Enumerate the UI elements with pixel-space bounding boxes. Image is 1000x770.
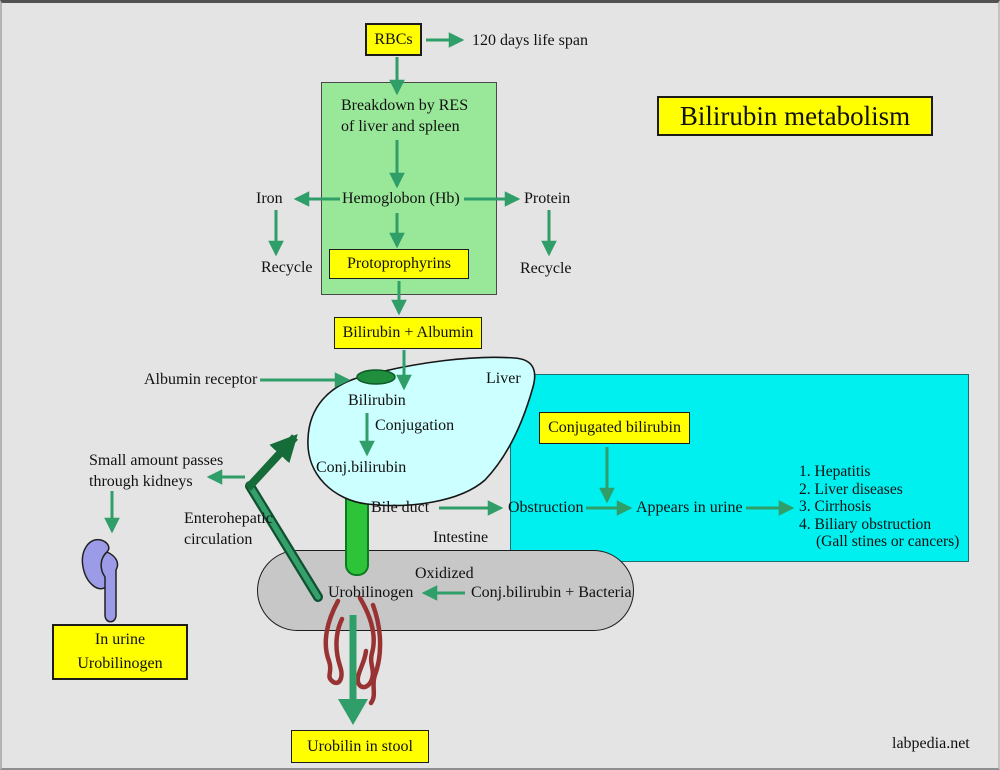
- breakdown-line2: of liver and spleen: [341, 118, 460, 135]
- bile-duct-label: Bile duct: [371, 499, 430, 516]
- breakdown-line1: Breakdown by RES: [341, 97, 469, 114]
- ureter-shape: [100, 551, 119, 623]
- protoporphyrins-box: Protoprophyrins: [329, 249, 469, 279]
- obstruction-label: Obstruction: [508, 499, 584, 516]
- diagram-shapes: [81, 32, 795, 725]
- albumin-receptor-site: [356, 369, 396, 385]
- watermark: labpedia.net: [892, 735, 970, 752]
- lifespan-label: 120 days life span: [472, 32, 588, 49]
- enterohepatic-arrow-lower: [247, 483, 321, 600]
- rbcs-box: RBCs: [365, 23, 422, 56]
- small-amount-line2: through kidneys: [89, 473, 193, 490]
- in-urine-line2: Urobilinogen: [77, 655, 163, 672]
- cause-item-4-note: (Gall stines or cancers): [816, 533, 960, 551]
- diagram-title: Bilirubin metabolism: [657, 96, 933, 136]
- obstruction-panel: [510, 374, 969, 562]
- hemoglobin-label: Hemoglobon (Hb): [342, 190, 460, 207]
- small-amount-line1: Small amount passes: [89, 452, 224, 469]
- protein-label: Protein: [524, 190, 571, 207]
- bilirubin-label: Bilirubin: [348, 392, 406, 409]
- intestine-label: Intestine: [433, 529, 489, 546]
- liver-label: Liver: [486, 370, 521, 387]
- enterohepatic-line1: Enterohepatic: [184, 510, 273, 527]
- urobilin-stool-box: Urobilin in stool: [291, 730, 429, 763]
- oxidized-label: Oxidized: [415, 565, 474, 582]
- albumin-receptor-label: Albumin receptor: [144, 371, 258, 388]
- enterohepatic-arrow-upper: [245, 433, 298, 491]
- conj-bilirubin-bacteria-label: Conj.bilirubin + Bacteria: [471, 584, 632, 601]
- cause-item-2: 2. Liver diseases: [799, 480, 903, 498]
- in-urine-line1: In urine: [94, 631, 146, 648]
- conjugated-bilirubin-box: Conjugated bilirubin: [539, 412, 690, 444]
- intestine-loops-shape: [323, 595, 383, 706]
- conj-bilirubin-label: Conj.bilirubin: [316, 459, 407, 476]
- iron-label: Iron: [256, 190, 283, 207]
- cause-item-3: 3. Cirrhosis: [799, 498, 872, 516]
- in-urine-box: In urine Urobilinogen: [52, 624, 188, 680]
- urobilinogen-label: Urobilinogen: [328, 584, 414, 601]
- urobilin-to-stool-arrowhead: [338, 699, 368, 725]
- recycle-right-label: Recycle: [520, 260, 572, 277]
- bilirubin-albumin-box: Bilirubin + Albumin: [334, 317, 482, 349]
- conjugation-label: Conjugation: [375, 417, 455, 434]
- appears-in-urine-label: Appears in urine: [636, 499, 743, 516]
- cause-item-4: 4. Biliary obstruction: [799, 515, 932, 533]
- enterohepatic-line2: circulation: [184, 531, 253, 548]
- cause-item-1: 1. Hepatitis: [799, 463, 871, 480]
- obstruction-causes-list: 1. Hepatitis 2. Liver diseases 3. Cirrho…: [799, 463, 959, 551]
- recycle-left-label: Recycle: [261, 259, 313, 276]
